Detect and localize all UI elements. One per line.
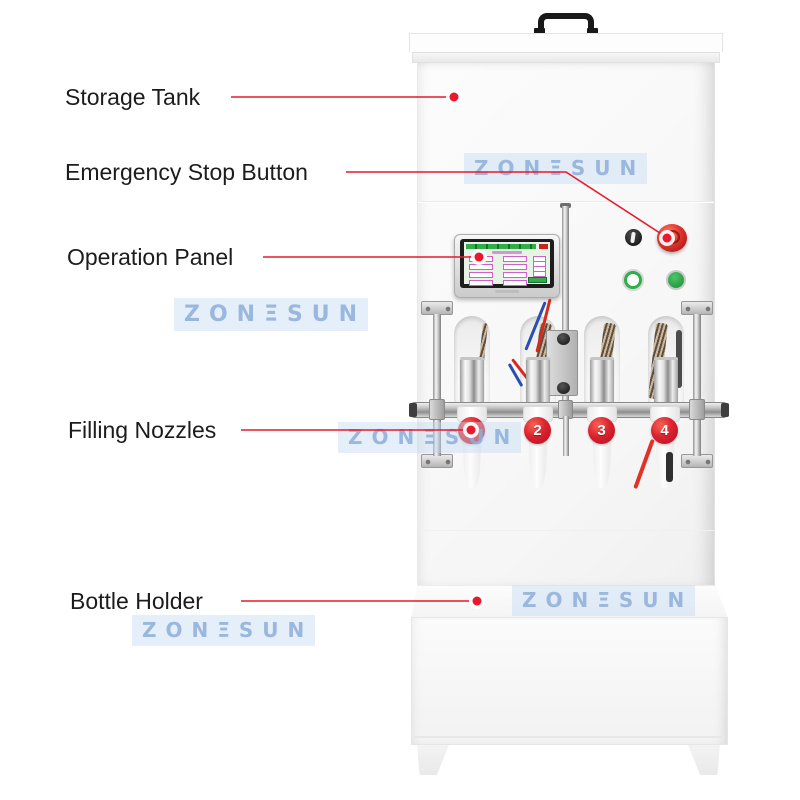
storage-tank-lid bbox=[409, 33, 723, 52]
hmi-parameter-table[interactable] bbox=[469, 256, 527, 286]
bottle-holder-base bbox=[411, 617, 728, 745]
brand-watermark: ZONΞSUN bbox=[512, 585, 696, 616]
brand-watermark: ZONΞSUN bbox=[338, 422, 522, 453]
hmi-brand-text bbox=[495, 290, 519, 293]
label-filling-nozzles: Filling Nozzles bbox=[68, 417, 217, 443]
hmi-cell[interactable] bbox=[503, 264, 527, 270]
start-pushbutton[interactable] bbox=[668, 272, 684, 288]
center-rod-lower bbox=[563, 416, 569, 456]
label-storage-tank: Storage Tank bbox=[65, 84, 201, 110]
callout-line-emergency-stop bbox=[346, 171, 664, 236]
label-bottle-holder: Bottle Holder bbox=[70, 588, 203, 614]
hmi-cell[interactable] bbox=[469, 272, 493, 278]
base-edge bbox=[414, 736, 725, 738]
brand-watermark: ZONΞSUN bbox=[464, 153, 648, 184]
center-rod-cap bbox=[560, 203, 571, 208]
hmi-cell[interactable] bbox=[503, 272, 527, 278]
tank-handle-foot bbox=[587, 28, 598, 35]
rail-joint bbox=[429, 399, 445, 420]
hmi-cell[interactable] bbox=[469, 280, 493, 286]
rail-end-cap bbox=[721, 403, 729, 417]
label-operation-panel: Operation Panel bbox=[67, 244, 234, 270]
rail-end-cap bbox=[409, 403, 417, 417]
brand-watermark: ZONΞSUN bbox=[132, 615, 316, 646]
brand-watermark: ZONΞSUN bbox=[174, 298, 369, 332]
drive-belt-guide bbox=[676, 330, 682, 388]
center-guide-rod bbox=[562, 206, 569, 404]
left-guide-rod bbox=[433, 314, 441, 456]
hmi-stop-key[interactable] bbox=[539, 244, 548, 249]
rail-joint bbox=[689, 399, 705, 420]
nozzle-number-badge: 3 bbox=[588, 417, 615, 444]
callout-dots bbox=[446, 89, 675, 609]
manifold-knob[interactable] bbox=[557, 333, 570, 345]
label-emergency-stop-button: Emergency Stop Button bbox=[65, 159, 308, 185]
hmi-cell[interactable] bbox=[503, 280, 527, 286]
nozzle-number-badge: 4 bbox=[651, 417, 678, 444]
nozzle-slot-dark bbox=[666, 452, 673, 482]
hmi-start-key[interactable] bbox=[528, 277, 547, 283]
hmi-title-text bbox=[492, 251, 522, 254]
hmi-cell[interactable] bbox=[503, 256, 527, 262]
nozzle-number-badge: 2 bbox=[524, 417, 551, 444]
tank-handle-icon bbox=[538, 13, 594, 35]
tank-handle-foot bbox=[534, 28, 545, 35]
right-guide-rod bbox=[693, 314, 701, 456]
manifold-knob[interactable] bbox=[557, 382, 570, 394]
hmi-menu-bar[interactable] bbox=[466, 244, 536, 249]
panel-seam bbox=[418, 530, 714, 531]
stop-pushbutton[interactable] bbox=[624, 271, 642, 289]
storage-tank-lid-bevel bbox=[412, 52, 720, 63]
panel-seam bbox=[418, 201, 714, 202]
